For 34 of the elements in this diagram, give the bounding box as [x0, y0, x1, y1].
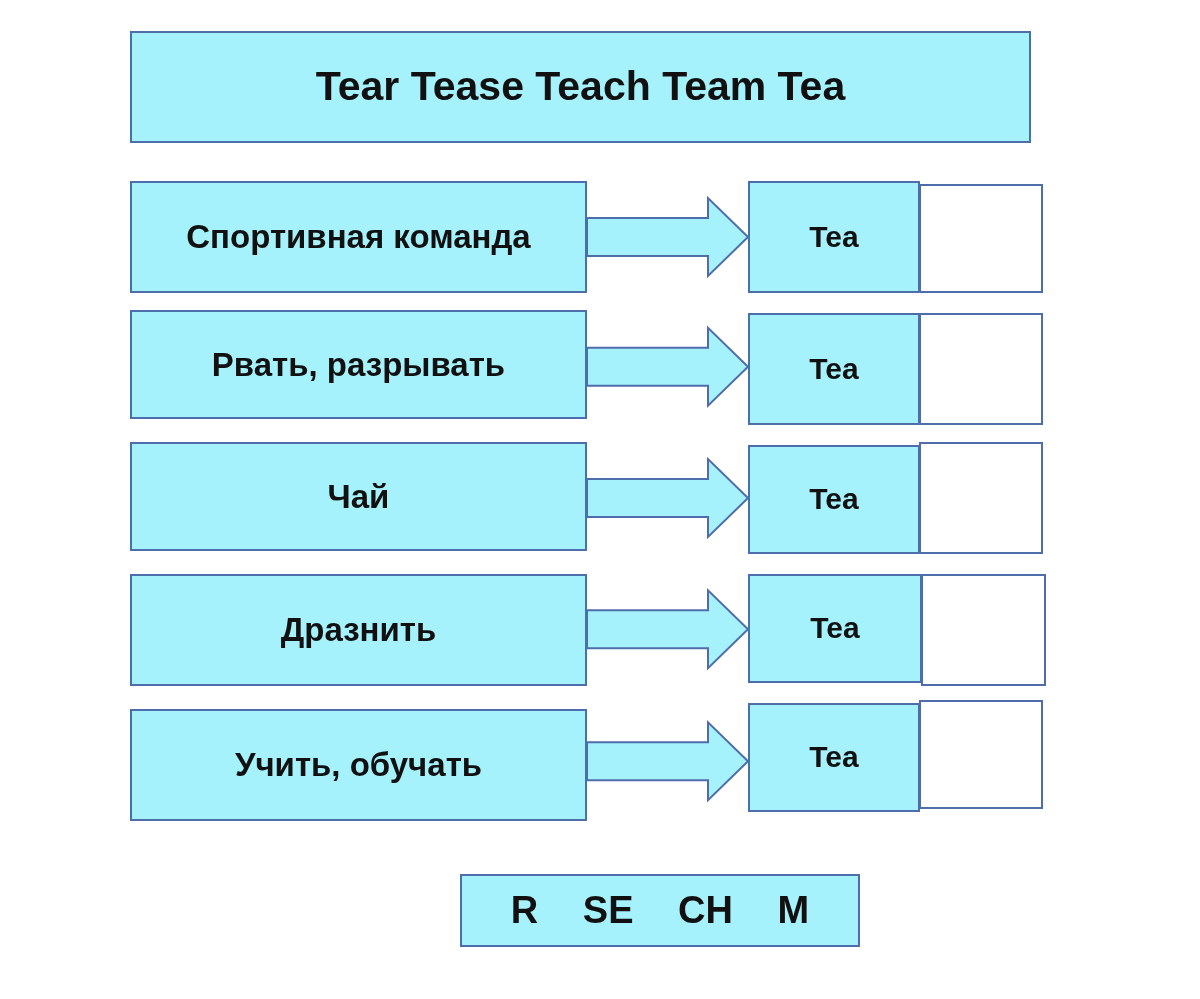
word-card	[748, 445, 920, 554]
definition-text: Рвать, разрывать	[211, 345, 506, 384]
word-card	[748, 703, 920, 812]
word-stem: Tea	[809, 351, 859, 387]
word-stem: Tea	[809, 740, 859, 775]
block-arrow	[586, 456, 750, 540]
title-text: Tear Tease Teach Team Tea	[315, 63, 846, 111]
definition-card	[130, 442, 587, 551]
letter-bank-card	[460, 874, 860, 947]
block-arrow	[586, 195, 750, 279]
answer-box	[921, 574, 1046, 686]
definition-card	[130, 709, 587, 821]
answer-box	[919, 313, 1043, 425]
block-arrow	[586, 325, 750, 409]
definition-text: Спортивная команда	[186, 218, 531, 256]
title-banner	[130, 31, 1031, 143]
word-stem: Tea	[809, 219, 859, 255]
definition-card	[130, 181, 587, 293]
word-card	[748, 574, 922, 683]
word-stem: Tea	[809, 482, 859, 517]
definition-text: Чай	[327, 477, 390, 516]
definition-text: Учить, обучать	[234, 746, 483, 784]
block-arrow	[586, 587, 750, 671]
answer-box	[919, 184, 1043, 293]
block-arrow	[586, 719, 750, 803]
answer-box	[919, 442, 1043, 554]
word-card	[748, 313, 920, 425]
letter-bank: R SE CH M	[510, 888, 810, 933]
word-stem: Tea	[810, 611, 860, 646]
definition-card	[130, 574, 587, 686]
definition-card	[130, 310, 587, 419]
definition-text: Дразнить	[280, 611, 437, 649]
word-card	[748, 181, 920, 293]
answer-box	[919, 700, 1043, 809]
